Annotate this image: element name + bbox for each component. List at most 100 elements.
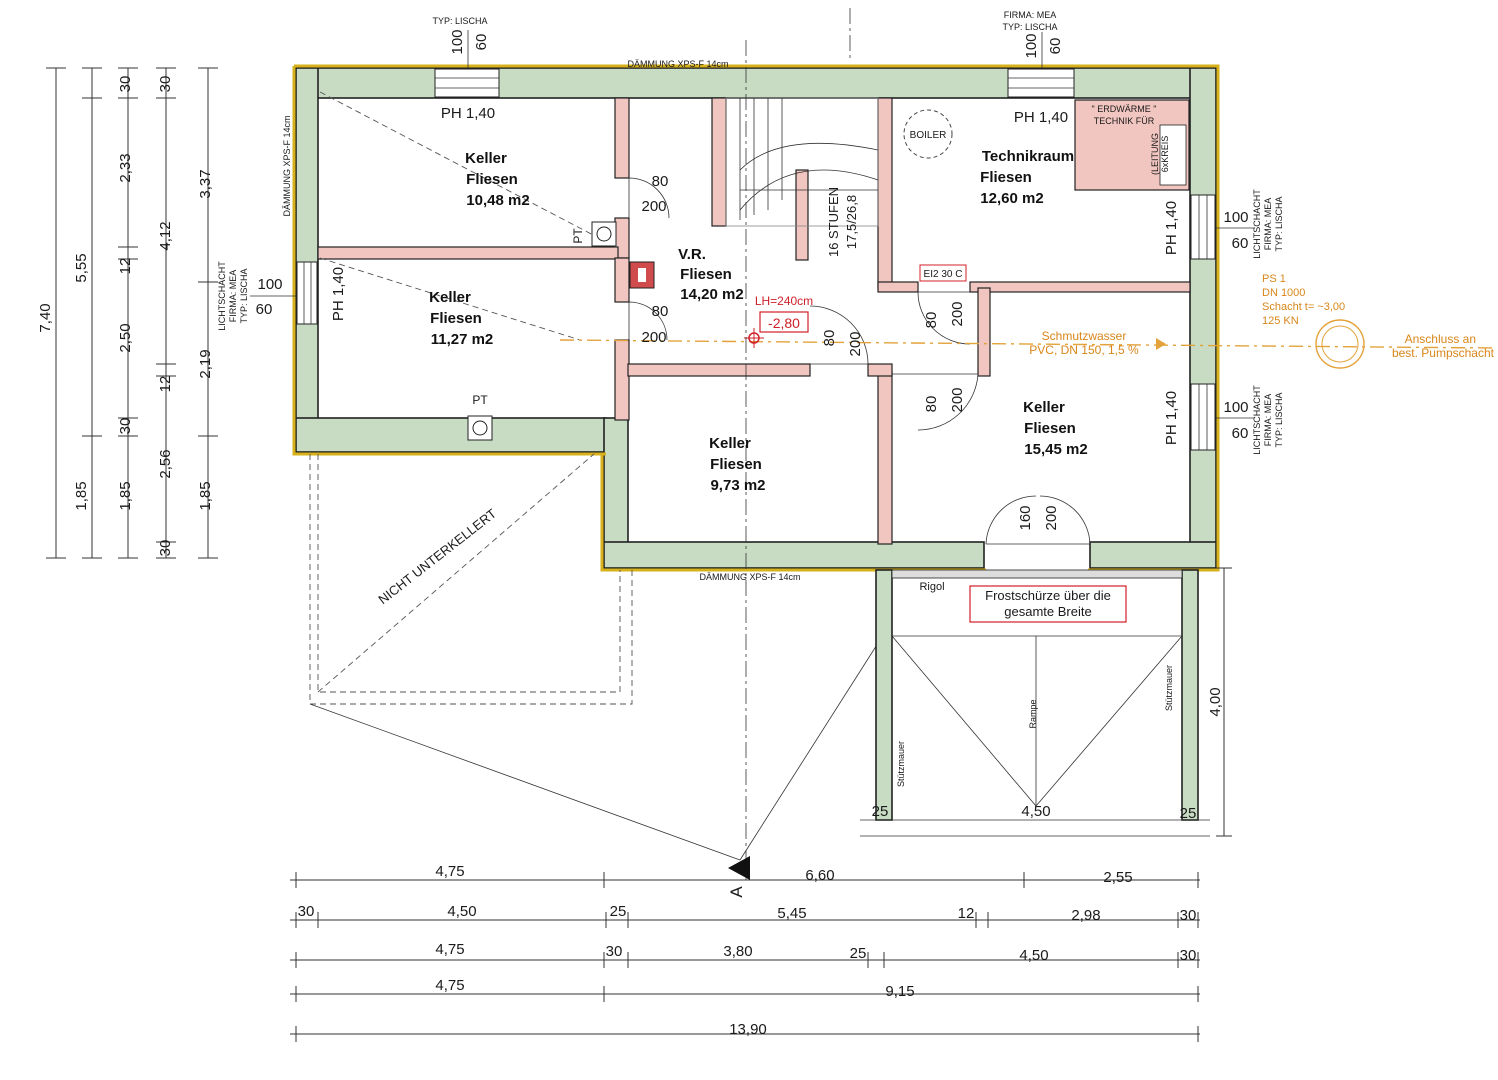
leitung-1: (LEITUNG xyxy=(1150,133,1160,175)
pumpschacht-4: 125 KN xyxy=(1262,315,1299,327)
frost-label-1: Frostschürze über die xyxy=(985,588,1111,603)
ph-top-right: PH 1,40 xyxy=(1014,109,1068,126)
room-keller4-floor: Fliesen xyxy=(1024,420,1076,437)
nicht-unterkellert-label: NICHT UNTERKELLERT xyxy=(375,506,499,607)
lw-right-lower-lichtschacht: LICHTSCHACHT xyxy=(1252,385,1262,455)
room-technik-area: 12,60 m2 xyxy=(980,190,1043,207)
lw-right-lower-60: 60 xyxy=(1232,425,1249,442)
lh-label: LH=240cm xyxy=(755,294,813,308)
room-keller2-name: Keller xyxy=(429,289,471,306)
lw-right-upper-60: 60 xyxy=(1232,235,1249,252)
dim-c4-1: 2,19 xyxy=(197,349,214,378)
dim-c1-1: 5,55 xyxy=(73,253,90,282)
dim-r1-0: 4,75 xyxy=(435,863,464,880)
dim-r2-3: 5,45 xyxy=(777,905,806,922)
lw-left-lichtschacht: LICHTSCHACHT xyxy=(217,261,227,331)
pumpschacht-2: DN 1000 xyxy=(1262,287,1305,299)
door-dimensions: 80 200 80 200 80 200 80 200 80 200 160 2… xyxy=(641,173,1060,531)
stufen-2: 17,5/26,8 xyxy=(844,195,859,249)
lw-top-right-firma: FIRMA: MEA xyxy=(1004,10,1057,20)
room-technik-name: Technikraum xyxy=(982,148,1074,165)
lw-top-right-60: 60 xyxy=(1047,38,1064,55)
bottom-dimension-values: 4,75 6,60 2,55 30 4,50 25 5,45 12 2,98 3… xyxy=(298,687,1224,1038)
dim-ramp-left: 25 xyxy=(872,803,889,820)
dim-r2-0: 30 xyxy=(298,903,315,920)
lw-right-upper-firma: FIRMA: MEA xyxy=(1263,198,1273,251)
dim-r1-1: 6,60 xyxy=(805,867,834,884)
lw-left-60: 60 xyxy=(256,301,273,318)
lw-right-lower-typ: TYP: LISCHA xyxy=(1274,392,1284,447)
doors xyxy=(628,177,1091,545)
rigol-label: Rigol xyxy=(919,581,944,593)
erdwaerme-2: TECHNIK FÜR xyxy=(1094,116,1155,126)
ph-top-left: PH 1,40 xyxy=(441,105,495,122)
dim-c3-4: 30 xyxy=(157,540,174,557)
ph-left: PH 1,40 xyxy=(330,267,347,321)
ei30-label: EI2 30 C xyxy=(924,269,963,280)
lw-left-firma: FIRMA: MEA xyxy=(228,270,238,323)
room-vr-floor: Fliesen xyxy=(680,266,732,283)
lw-top-right-typ: TYP: LISCHA xyxy=(1002,22,1057,32)
dim-r3-1: 30 xyxy=(606,943,623,960)
anschluss-1: Anschluss an xyxy=(1405,332,1476,346)
rampe-label: Rampe xyxy=(1028,699,1038,728)
room-keller2-area: 11,27 m2 xyxy=(431,331,494,348)
ramp xyxy=(860,569,1210,837)
dim-c3-2: 12 xyxy=(157,376,174,393)
stuetzmauer-right: Stützmauer xyxy=(1164,665,1174,711)
lw-left-typ: TYP: LISCHA xyxy=(239,268,249,323)
door1-height: 200 xyxy=(641,198,666,215)
schmutzwasser-2: PVC, DN 150, 1,5 % xyxy=(1029,343,1139,357)
dim-c2-3: 2,50 xyxy=(117,323,134,352)
lw-right-upper-lichtschacht: LICHTSCHACHT xyxy=(1252,189,1262,259)
door4-width: 80 xyxy=(923,312,940,329)
room-labels: Keller Fliesen 10,48 m2 Keller Fliesen 1… xyxy=(429,148,1088,494)
dim-r3-5: 30 xyxy=(1180,947,1197,964)
dim-c3-0: 30 xyxy=(157,76,174,93)
door1-width: 80 xyxy=(652,173,669,190)
room-vr-name: V.R. xyxy=(678,246,706,263)
dim-r2-2: 25 xyxy=(610,903,627,920)
leitung-2: 6xKREIS xyxy=(1160,136,1170,173)
inner-walls xyxy=(317,97,1191,545)
room-technik-floor: Fliesen xyxy=(980,169,1032,186)
stuetzmauer-left: Stützmauer xyxy=(896,741,906,787)
daemmung-top: DÄMMUNG XPS-F 14cm xyxy=(627,59,728,69)
room-keller3-floor: Fliesen xyxy=(710,456,762,473)
lw-top-left-typ: TYP: LISCHA xyxy=(432,16,487,26)
door4-height: 200 xyxy=(949,301,966,326)
dim-r5-0: 13,90 xyxy=(729,1021,767,1038)
dim-ramp-right: 25 xyxy=(1180,805,1197,822)
ph-right-upper: PH 1,40 xyxy=(1163,201,1180,255)
lw-right-upper-100: 100 xyxy=(1223,209,1248,226)
dim-c3-3: 2,56 xyxy=(157,449,174,478)
lw-top-right-100: 100 xyxy=(1023,33,1040,58)
dim-c2-4: 30 xyxy=(117,418,134,435)
room-keller1-area: 10,48 m2 xyxy=(466,192,529,209)
nicht-unterkellert-area xyxy=(309,8,881,880)
room-keller1-floor: Fliesen xyxy=(466,171,518,188)
erdwaerme-1: " ERDWÄRME " xyxy=(1092,104,1157,114)
pt-label-2: PT xyxy=(472,393,488,407)
left-dimension-values: 7,40 5,55 1,85 30 2,33 12 2,50 30 1,85 3… xyxy=(37,76,214,557)
dim-c3-1: 4,12 xyxy=(157,221,174,250)
door2-height: 200 xyxy=(641,329,666,346)
dim-c4-0: 3,37 xyxy=(197,169,214,198)
dim-c1-2: 1,85 xyxy=(73,481,90,510)
door5-width: 80 xyxy=(923,396,940,413)
dim-c2-5: 1,85 xyxy=(117,481,134,510)
door6-width: 160 xyxy=(1017,505,1034,530)
lightwell-labels: TYP: LISCHA 100 60 FIRMA: MEA TYP: LISCH… xyxy=(217,10,1284,455)
room-keller1-name: Keller xyxy=(465,150,507,167)
room-keller3-area: 9,73 m2 xyxy=(710,477,765,494)
lw-top-left-100: 100 xyxy=(449,29,466,54)
dim-r2-6: 30 xyxy=(1180,907,1197,924)
dim-r1-2: 2,55 xyxy=(1103,869,1132,886)
room-keller4-name: Keller xyxy=(1023,399,1065,416)
pumpschacht-1: PS 1 xyxy=(1262,273,1286,285)
lw-left-100: 100 xyxy=(257,276,282,293)
left-dimension-lines xyxy=(46,67,218,559)
dim-r3-0: 4,75 xyxy=(435,941,464,958)
dim-ramp-width: 4,50 xyxy=(1021,803,1050,820)
